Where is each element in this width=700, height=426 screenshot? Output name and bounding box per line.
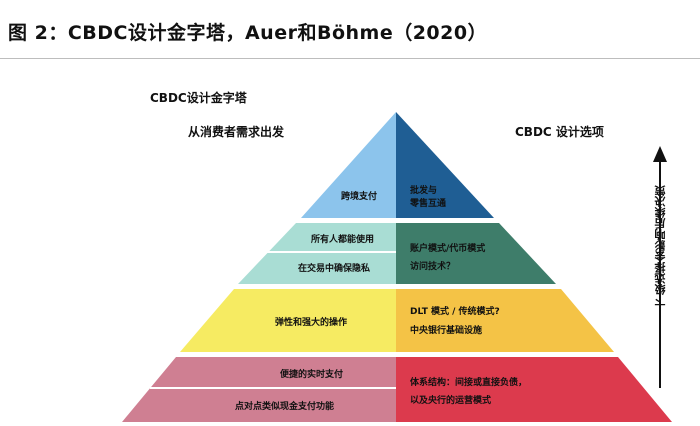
upward-arrow-icon [653,146,667,162]
tier4-right-segment [396,357,672,422]
tier1-left-label: 跨境支付 [341,190,377,202]
tier2-left-segment [238,223,396,284]
side-arrow-label: 下级选择会影响后续决策 [654,185,667,307]
tier2-right-label-line1: 账户模式/代币模式 [410,242,485,254]
right-column-heading: CBDC 设计选项 [515,125,604,139]
tier1-right-segment [396,112,494,218]
tier1-right-label-line2: 零售互通 [409,197,446,209]
tier3-right-label-line1: DLT 模式 / 传统模式? [410,305,500,317]
tier3-left-segment [180,289,396,352]
tier1-right-label-line1: 批发与 [410,184,437,196]
tier2-right-segment [396,223,556,284]
tier4-left-label-2: 点对点类似现金支付功能 [235,400,334,412]
tier1-left-segment [301,112,396,218]
tier2-left-label-2: 在交易中确保隐私 [298,262,370,274]
left-column-heading: 从消费者需求出发 [188,125,285,139]
tier2-right-label-line2: 访问技术？ [410,260,455,272]
tier4-left-label-1: 便捷的实时支付 [280,368,343,380]
title-divider [0,58,700,59]
tier4-right-label-line2: 以及央行的运营模式 [410,394,491,406]
tier4-right-label-line1: 体系结构：间接或直接负债， [410,376,527,388]
tier3-right-label-line2: 中央银行基础设施 [410,324,482,336]
tier4-left-segment [122,357,396,422]
tier3-right-segment [396,289,614,352]
tier3-left-label: 弹性和强大的操作 [275,316,347,328]
figure-title: 图 2：CBDC设计金字塔，Auer和Böhme（2020） [8,22,488,44]
tier2-left-label-1: 所有人都能使用 [311,233,374,245]
diagram-title: CBDC设计金字塔 [150,91,247,105]
